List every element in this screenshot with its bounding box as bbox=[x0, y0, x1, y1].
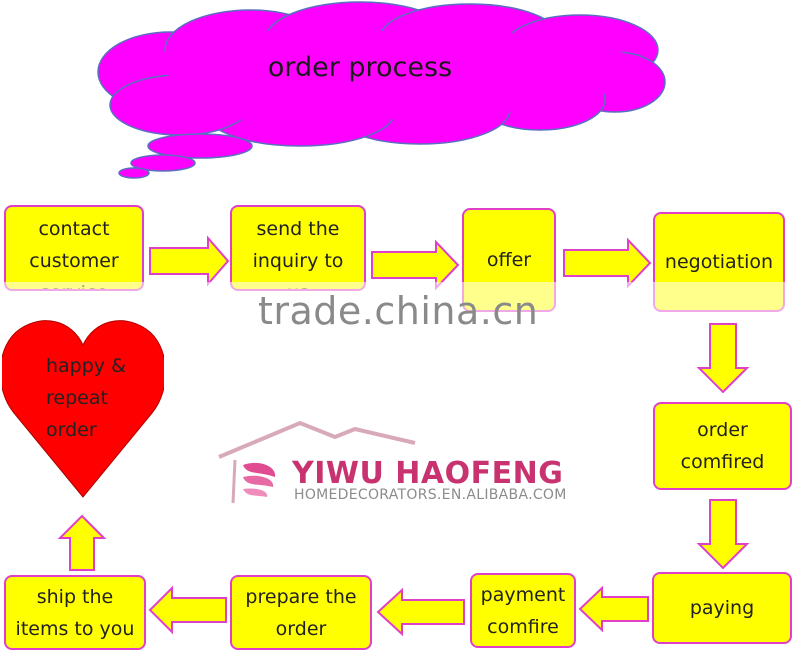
step-happy-repeat-order: happy & repeat order bbox=[46, 355, 126, 441]
arrow-down-2 bbox=[696, 499, 750, 570]
house-logo-icon bbox=[218, 420, 416, 504]
page-title: order process bbox=[267, 52, 453, 83]
step-label: contact customer service bbox=[29, 218, 119, 289]
arrow-left-2 bbox=[376, 587, 465, 637]
arrow-down-1 bbox=[696, 323, 750, 394]
step-label: paying bbox=[689, 597, 755, 619]
step-send-inquiry: send the inquiry to us bbox=[230, 205, 366, 291]
step-contact-customer-service: contact customer service bbox=[4, 205, 144, 291]
step-label: prepare the order bbox=[245, 585, 357, 640]
logo-website: HOMEDECORATORS.EN.ALIBABA.COM bbox=[294, 487, 567, 503]
step-label: negotiation bbox=[664, 251, 774, 273]
step-ship-items: ship the items to you bbox=[4, 575, 146, 650]
step-paying: paying bbox=[652, 572, 792, 644]
watermark-text: trade.china.cn bbox=[258, 289, 539, 333]
arrow-left-3 bbox=[148, 585, 227, 635]
arrow-right-1 bbox=[149, 235, 230, 287]
step-order-confirmed: order comfired bbox=[653, 402, 792, 490]
watermark-band bbox=[0, 282, 798, 320]
step-prepare-order: prepare the order bbox=[230, 575, 372, 650]
arrow-left-1 bbox=[578, 585, 649, 633]
step-payment-confirm: payment comfire bbox=[470, 573, 576, 648]
arrow-right-2 bbox=[371, 239, 460, 291]
arrow-right-3 bbox=[563, 237, 652, 289]
step-label: offer bbox=[486, 249, 532, 271]
arrow-up-1 bbox=[57, 514, 107, 571]
step-label: order comfired bbox=[680, 419, 765, 473]
step-label: send the inquiry to us bbox=[252, 218, 344, 289]
step-label: payment comfire bbox=[480, 583, 566, 638]
logo-company-name: YIWU HAOFENG bbox=[292, 456, 564, 491]
step-label: ship the items to you bbox=[15, 585, 135, 640]
